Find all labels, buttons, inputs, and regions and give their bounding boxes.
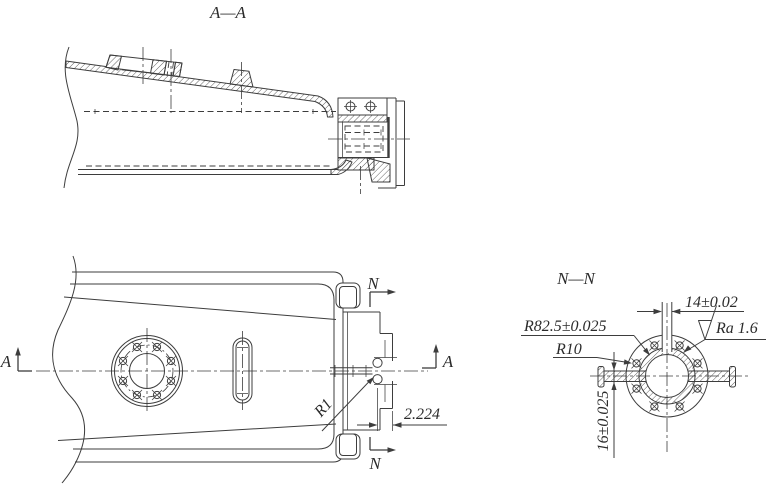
section-arrow [387, 447, 396, 453]
obround-slot [232, 331, 253, 410]
dimension-slot-width [637, 308, 744, 315]
dim-arrow [671, 308, 681, 315]
section-letter-n-bottom: N [368, 454, 382, 473]
boss-cavity-floor [121, 69, 154, 74]
bolt-hole [131, 389, 143, 401]
bolt-hole [674, 340, 685, 351]
dim-arrow [393, 422, 402, 428]
bolt-hole [117, 375, 129, 387]
bolt-flange [111, 328, 183, 414]
break-line [63, 46, 79, 189]
web-edge-top [63, 296, 337, 320]
section-mark-n-top [369, 289, 396, 307]
dim-slot-width-label: 14±0.02 [685, 294, 738, 311]
outline-inner [70, 283, 335, 450]
bolt-hole [165, 375, 177, 387]
slot-relief-hole [372, 357, 383, 368]
thread-hidden [166, 61, 170, 77]
flange-bolt-hole [364, 100, 377, 113]
boss-large-right-strip [172, 61, 183, 77]
dimension-gap [357, 388, 447, 431]
bolt-hole [151, 341, 163, 353]
bolt-hole [165, 355, 177, 367]
outline-outer [72, 271, 344, 463]
section-arrow [433, 344, 439, 353]
dim-r1-label: R1 [311, 396, 336, 421]
roughness-triangle-icon [698, 320, 712, 340]
view-plan [15, 255, 447, 484]
break-line [52, 255, 86, 484]
view-section-a-a [63, 46, 410, 194]
section-arrow [15, 347, 21, 356]
top-wall-section [65, 60, 334, 118]
section-mark-a-left [15, 347, 32, 372]
boss-large-left-wall [105, 54, 122, 71]
web-edge-bottom [57, 423, 337, 441]
bolt-hole [117, 355, 129, 367]
thread-hidden [171, 62, 174, 77]
bolt-hole [649, 340, 660, 351]
section-letter-a-left: A [0, 352, 12, 371]
leader-arrow [366, 377, 374, 385]
end-flange [330, 282, 397, 460]
leader-arrow [683, 345, 692, 353]
flange-bottom-step [366, 157, 391, 183]
leader-r10 [553, 357, 632, 365]
section-nn-title: N—N [556, 269, 596, 288]
section-letter-a-right: A [442, 352, 454, 371]
web-end-flange-right [729, 366, 736, 388]
bolt-hole [692, 383, 703, 394]
web-end-flange-left [597, 366, 605, 388]
dim-bore-radius-label: R82.5±0.025 [523, 318, 607, 335]
section-letter-n-top: N [366, 274, 380, 293]
leader-r1 [321, 377, 374, 432]
flange-bolt-hole [344, 100, 357, 113]
dimension-web-thickness [611, 352, 617, 458]
view-section-n-n [521, 299, 766, 458]
slot-relief-hole [372, 374, 383, 385]
bolt-hole [692, 358, 703, 369]
bolt-hole [631, 358, 642, 369]
bolt-hole [649, 401, 660, 412]
dim-gap-label: 2.224 [404, 406, 440, 423]
bolt-hole [131, 341, 143, 353]
dim-arrow [611, 382, 617, 390]
leader-r82-5 [521, 335, 650, 356]
boss-small [229, 69, 254, 88]
bolt-hole [674, 401, 685, 412]
surface-finish-symbol [683, 305, 766, 353]
surface-roughness-label: Ra 1.6 [715, 320, 758, 337]
dim-fillet-radius-label: R10 [555, 341, 582, 358]
flange-plate-section [337, 114, 388, 123]
section-aa-title: A—A [209, 3, 247, 22]
hole-edge [163, 61, 167, 76]
section-arrow [387, 289, 396, 295]
section-mark-a-right [422, 344, 439, 369]
clip-tab-top-inner [339, 286, 357, 309]
dim-arrow [653, 308, 662, 315]
leader-arrow [623, 359, 632, 365]
dim-arrow [369, 422, 378, 428]
bolt-hole [631, 383, 642, 394]
clip-tab-bottom-inner [339, 433, 357, 456]
dim-arrow [611, 362, 617, 371]
leader-arrow [643, 347, 650, 356]
bolt-hole [151, 389, 163, 401]
dim-web-thickness-label: 16±0.025 [595, 391, 612, 452]
section-mark-n-bottom [369, 437, 396, 453]
